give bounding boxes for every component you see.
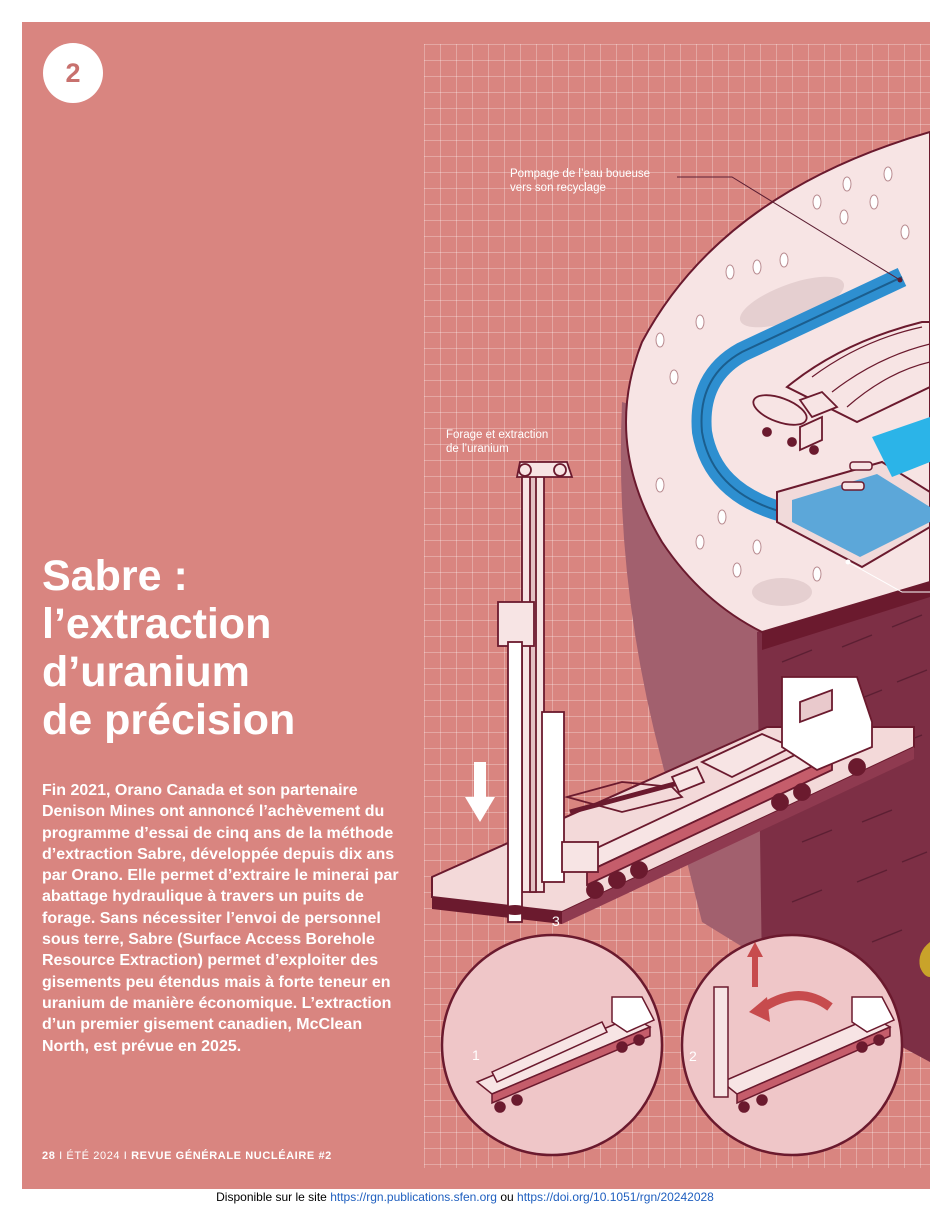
journal-name: REVUE GÉNÉRALE NUCLÉAIRE #2 — [131, 1150, 332, 1162]
trees — [655, 166, 910, 582]
doi-link[interactable]: https://doi.org/10.1051/rgn/20242028 — [517, 1190, 714, 1204]
drill-mast — [497, 461, 599, 923]
uranium-deposit — [919, 942, 930, 977]
footer-separator: I — [123, 1150, 128, 1162]
step-number-1: 1 — [472, 1047, 480, 1063]
drilling-label: Forage et extraction de l’uranium — [446, 428, 548, 456]
availability-prefix: Disponible sur le site — [216, 1190, 327, 1204]
issue-season: ÉTÉ 2024 — [66, 1150, 121, 1162]
step-number-2: 2 — [689, 1048, 697, 1064]
title-line: l’extraction — [42, 600, 272, 648]
label-line: Pompage de l’eau boueuse — [510, 168, 651, 180]
label-line: Forage et extraction — [446, 429, 549, 441]
clean-water-pool — [872, 417, 930, 477]
inset-2-truck — [713, 986, 896, 1113]
basin-water — [792, 474, 930, 557]
page-footer: 28 I ÉTÉ 2024 I REVUE GÉNÉRALE NUCLÉAIRE… — [42, 1150, 332, 1162]
magazine-page: 2 Sabre : l’extraction d’uranium de préc… — [22, 22, 930, 1189]
pumping-label: Pompage de l’eau boueuse vers son recycl… — [510, 167, 650, 195]
pipes — [841, 461, 873, 491]
tanker-truck — [752, 390, 839, 455]
sabre-illustration — [431, 130, 930, 1157]
page-number: 28 — [42, 1150, 56, 1162]
inset-1-truck — [475, 996, 656, 1113]
article-body: Fin 2021, Orano Canada et son partenaire… — [42, 782, 399, 1055]
availability-note: Disponible sur le site https://rgn.publi… — [0, 1190, 930, 1204]
availability-middle: ou — [500, 1190, 514, 1204]
title-line: d’uranium — [42, 648, 250, 696]
label-line: de l’uranium — [446, 443, 509, 455]
step-number-3: 3 — [552, 913, 560, 929]
label-line: vers son recyclage — [510, 182, 606, 194]
section-number-badge: 2 — [43, 43, 103, 103]
title-line: Sabre : — [42, 552, 188, 600]
title-line: de précision — [42, 696, 296, 744]
up-arrow-icon — [747, 942, 763, 987]
pumping-leader — [677, 176, 901, 281]
drill-truck — [563, 676, 873, 899]
borehole — [503, 905, 527, 915]
page-title: Sabre : l’extraction d’uranium de précis… — [42, 552, 402, 744]
down-arrow-icon — [465, 762, 495, 822]
footer-separator: I — [59, 1150, 63, 1162]
ground-top-edge — [762, 582, 930, 650]
publication-link[interactable]: https://rgn.publications.sfen.org — [330, 1190, 497, 1204]
